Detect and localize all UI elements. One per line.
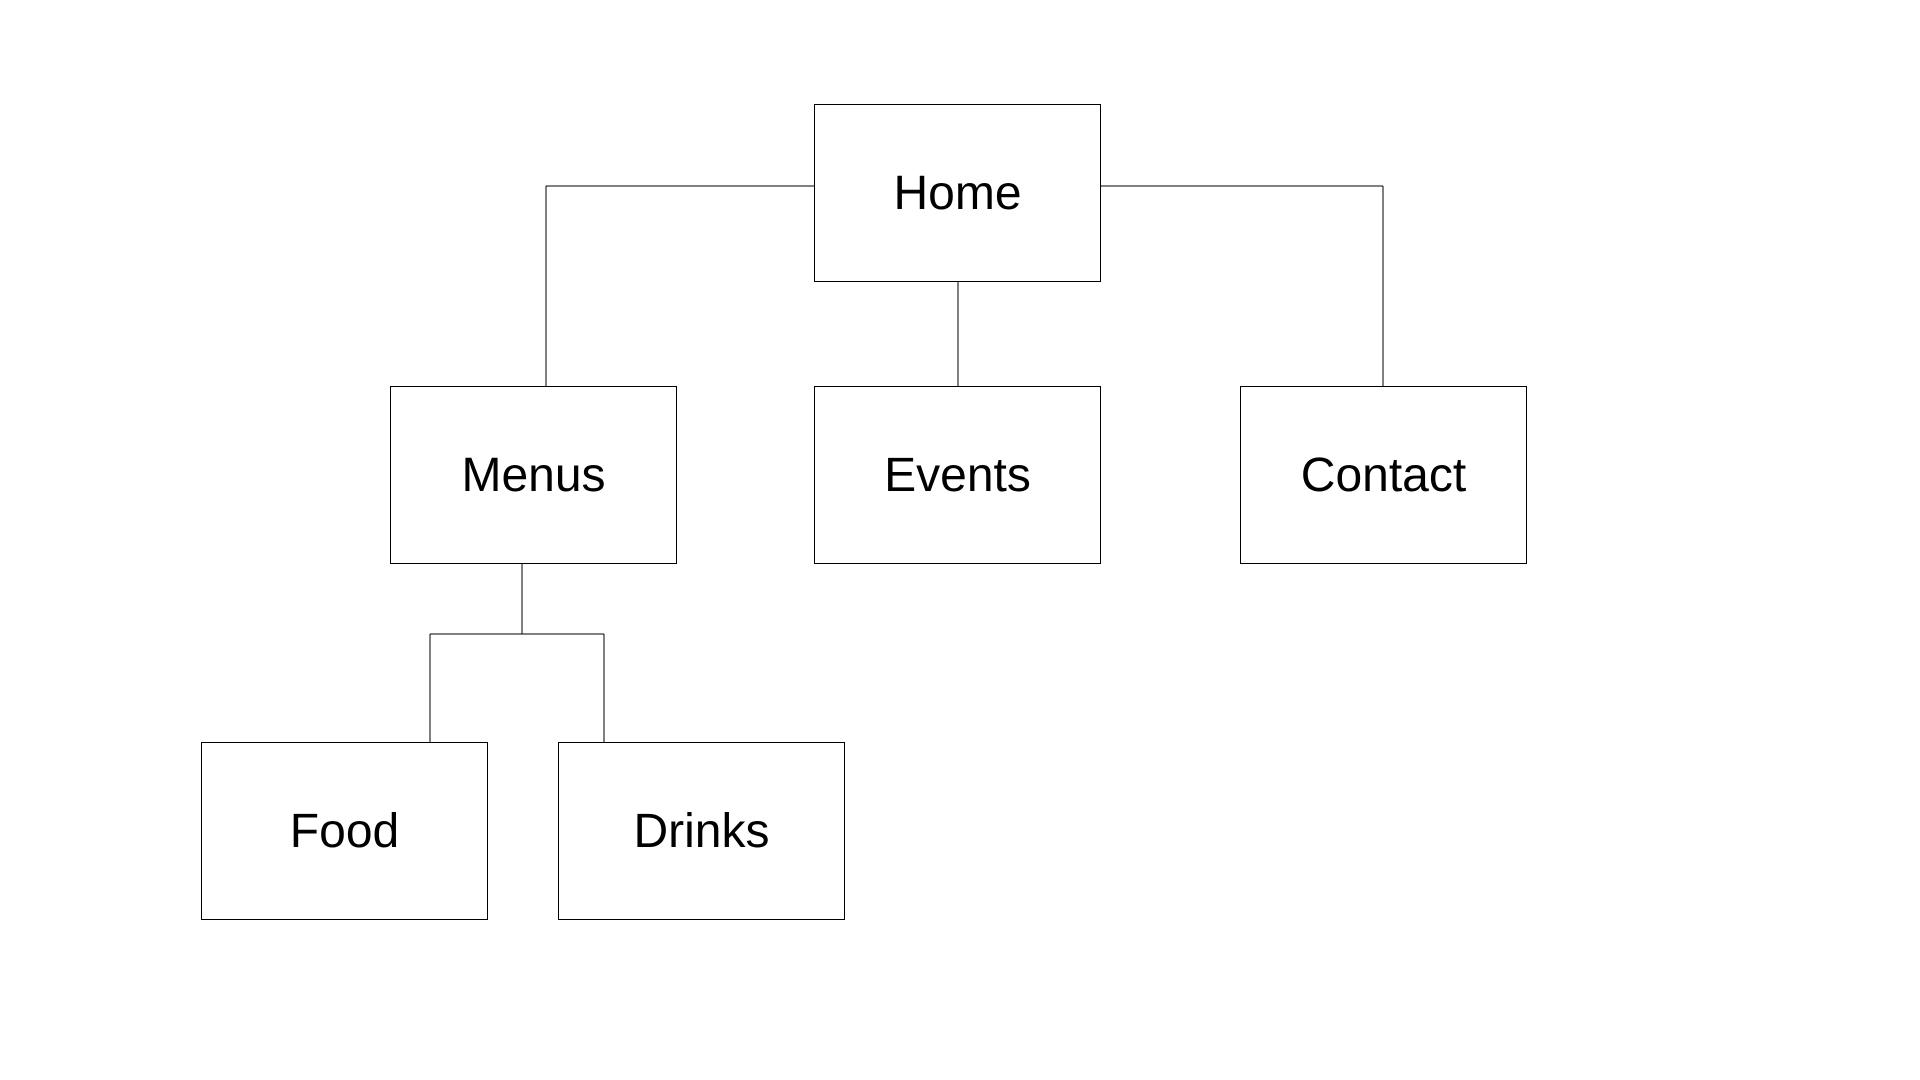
node-events: Events xyxy=(814,386,1101,564)
node-events-label: Events xyxy=(884,448,1031,502)
node-food: Food xyxy=(201,742,488,920)
node-menus-label: Menus xyxy=(461,448,606,502)
node-food-label: Food xyxy=(289,804,400,858)
node-drinks-label: Drinks xyxy=(633,804,770,858)
node-menus: Menus xyxy=(390,386,677,564)
node-home: Home xyxy=(814,104,1101,282)
node-contact-label: Contact xyxy=(1300,448,1467,502)
node-home-label: Home xyxy=(893,166,1022,220)
node-contact: Contact xyxy=(1240,386,1527,564)
node-drinks: Drinks xyxy=(558,742,845,920)
